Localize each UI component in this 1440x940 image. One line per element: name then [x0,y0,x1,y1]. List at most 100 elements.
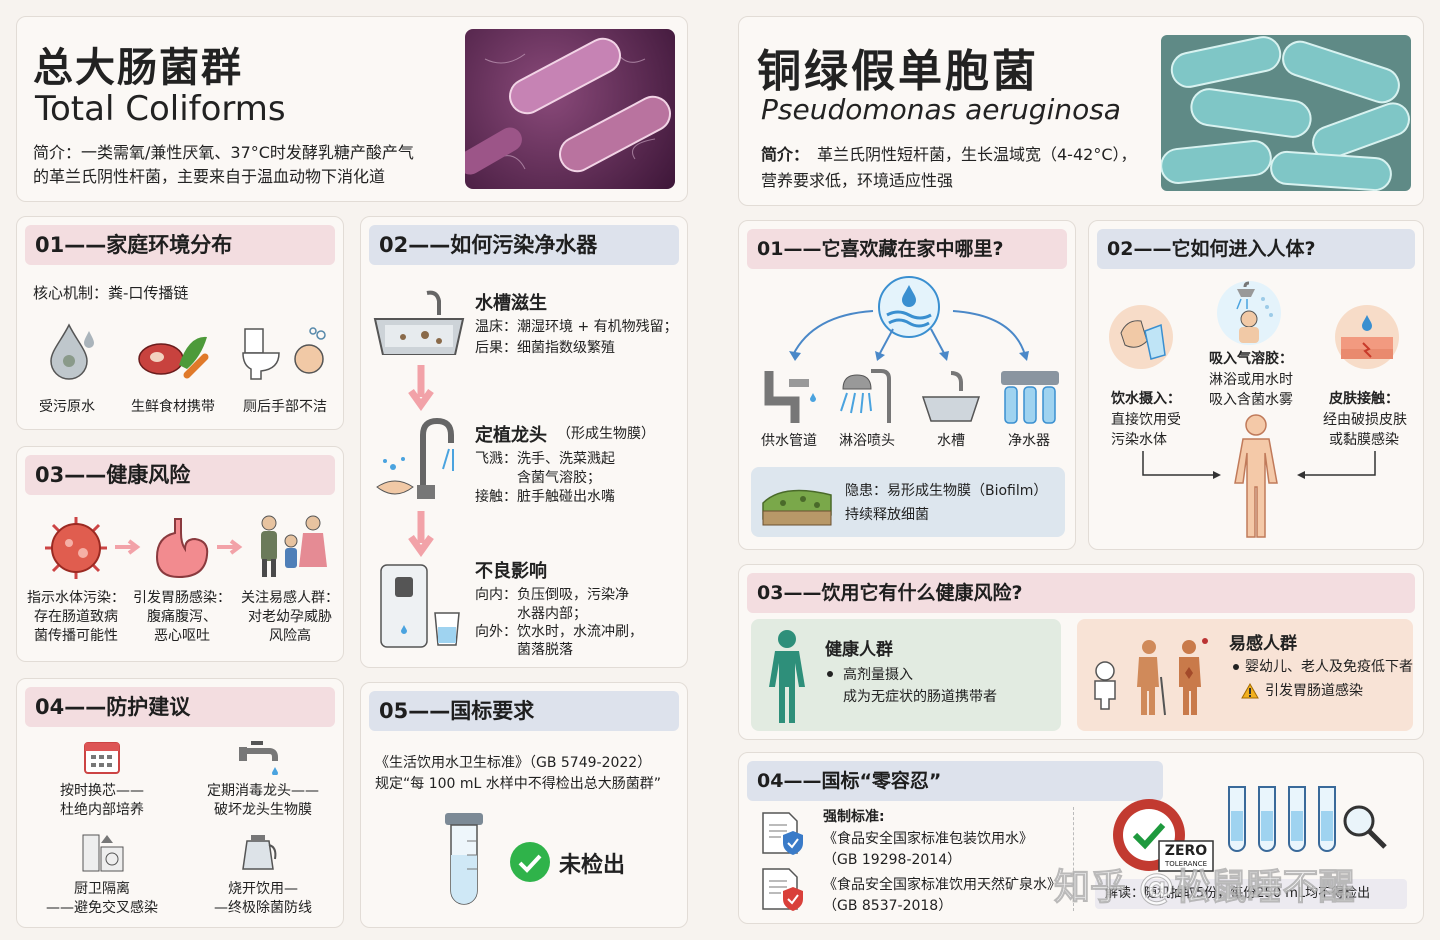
left-s04-item-2-l1: 定期消毒龙头—— [207,783,319,799]
kettle-icon [239,831,279,873]
left-s03-item-3-l2: 对老幼孕威胁 [248,609,332,625]
check-circle-icon [509,841,551,883]
left-s02-block2-title: 定植龙头 [475,425,547,446]
left-s05-card: 05——国标要求 《生活饮用水卫生标准》（GB 5749-2022） 规定“每 … [360,682,688,928]
left-s04-item-4-l1: 烧开饮用— [228,881,298,897]
toilet-hands-icon [239,323,331,383]
right-s03-title: 03——饮用它有什么健康风险? [747,573,1415,613]
faucet-splash-icon [373,415,465,505]
water-purifier-icon [379,563,465,649]
right-s02-skin-l2: 或黏膜感染 [1329,432,1399,448]
shower-inhale-icon [1215,279,1283,347]
left-s03-item-1-l1: 指示水体污染： [27,590,125,606]
left-s02-block2-l1: 飞溅：洗手、洗菜溅起 [475,451,615,467]
left-s02-block3-l2: 水器内部； [517,606,587,622]
arrow-down-icon [407,365,435,411]
left-s02-block3-l3: 向外：饮水时，水流冲刷， [475,624,643,640]
left-s03-card: 03——健康风险 指示水体污染： 存在肠道致病 菌传播可能性 引发胃肠感染： 腹… [16,446,344,662]
right-s04-std1-code: （GB 19298-2014） [823,852,962,868]
right-s03-sus-l2: 引发胃肠道感染 [1265,683,1363,699]
susceptible-group-box: 易感人群 婴幼儿、老人及免疫低下者 引发胃肠道感染 [1077,619,1413,731]
sink-icon [373,289,465,355]
right-s03-healthy-title: 健康人群 [825,640,893,660]
left-s03-item-1-l2: 存在肠道致病 [34,609,118,625]
right-s02-title: 02——它如何进入人体? [1097,229,1415,269]
arrow-down-icon-2 [407,511,435,557]
right-s01-hazard-l1: 隐患：易形成生物膜（Biofilm） [845,483,1048,499]
left-s01-item-2: 生鲜食材携带 [131,399,215,415]
contaminated-water-icon [41,321,97,381]
right-s01-item-2: 淋浴喷头 [839,433,895,449]
left-s01-title: 01——家庭环境分布 [25,225,335,265]
right-title-en: Pseudomonas aeruginosa [761,93,1121,126]
virus-icon [43,515,109,581]
test-tube-icon [443,811,485,911]
left-s04-item-2-l2: 破坏龙头生物膜 [214,802,312,818]
right-s03-sus-l1: 婴幼儿、老人及免疫低下者 [1245,659,1413,675]
left-s02-block3-title: 不良影响 [475,561,547,582]
right-s01-item-3: 水槽 [937,433,965,449]
left-intro-line1: 简介：一类需氧/兼性厌氧、37°C时发酵乳糖产酸产气 [33,143,414,162]
right-s01-hazard-box: 隐患：易形成生物膜（Biofilm） 持续释放细菌 [751,467,1065,537]
healthy-group-box: 健康人群 高剂量摄入 成为无症状的肠道携带者 [751,619,1061,731]
left-s02-block3-l1: 向内：负压倒吸，污染净 [475,587,629,603]
right-s03-healthy-l2: 成为无症状的肠道携带者 [843,689,997,705]
left-s01-item-1: 受污原水 [39,399,95,415]
right-s02-card: 02——它如何进入人体? 吸入气溶胶： 淋浴或用水时 吸入含菌水雾 饮水摄入： … [1088,220,1424,550]
left-intro-line2: 的革兰氏阴性杆菌，主要来自于温血动物下消化道 [33,167,386,186]
left-s01-card: 01——家庭环境分布 核心机制：粪-口传播链 受污原水 生鲜食材携带 厕后手部不… [16,216,344,430]
skin-contact-icon [1333,303,1401,371]
left-title-cn: 总大肠菌群 [33,45,243,91]
divider-dashed [1073,807,1074,911]
body-arrows [1139,451,1379,491]
left-s04-item-3-l2: ——避免交叉感染 [46,900,158,916]
left-s01-mechanism: 核心机制：粪-口传播链 [33,284,189,302]
right-s02-inhale-l2: 吸入含菌水雾 [1209,392,1293,408]
faucet-icon [237,737,281,775]
distribution-arrows [783,301,1033,361]
drinking-glass-icon [1107,303,1175,371]
left-s02-block3-l4: 菌落脱落 [517,642,573,658]
coliform-bacteria-image [465,29,675,189]
arrow-right-icon-2 [217,539,245,555]
zero-badge-big: ZERO [1164,843,1208,859]
left-s04-title: 04——防护建议 [25,687,335,727]
right-s01-item-4: 净水器 [1008,433,1050,449]
pseudomonas-bacteria-image [1161,35,1411,191]
left-s03-title: 03——健康风险 [25,455,335,495]
baby-elder-icons [1085,637,1209,717]
left-s03-item-1-l3: 菌传播可能性 [34,628,118,644]
left-s04-item-1-l1: 按时换芯—— [60,783,144,799]
right-s02-inhale-l1: 淋浴或用水时 [1209,372,1293,388]
left-s02-block1-title: 水槽滋生 [475,293,547,314]
left-s02-block1-l1: 温床：潮湿环境 + 有机物残留； [475,319,678,335]
left-header-card: 总大肠菌群 Total Coliforms 简介：一类需氧/兼性厌氧、37°C时… [16,16,688,202]
left-s02-block2-sub: （形成生物膜） [557,426,655,442]
calendar-icon [83,737,121,775]
right-title-cn: 铜绿假单胞菌 [757,46,1039,97]
pipe-icon [763,369,819,425]
shower-head-icon [837,367,897,425]
document-shield-red-icon [759,865,807,913]
right-s03-sus-title: 易感人群 [1229,634,1297,654]
right-s02-inhale-title: 吸入气溶胶： [1209,351,1293,367]
left-s04-item-1-l2: 杜绝内部培养 [60,802,144,818]
right-s01-hazard-l2: 持续释放细菌 [845,507,929,523]
right-s04-note-box [1095,879,1407,909]
left-s04-item-4-l2: —终极除菌防线 [214,900,312,916]
left-s05-title: 05——国标要求 [369,691,679,731]
left-s04-card: 04——防护建议 按时换芯—— 杜绝内部培养 定期消毒龙头—— 破坏龙头生物膜 … [16,678,344,928]
stomach-icon [149,515,211,581]
left-title-en: Total Coliforms [35,89,286,129]
left-s03-item-3-l1: 关注易感人群： [241,590,339,606]
left-s02-block2-l2: 含菌气溶胶； [517,470,601,486]
zero-badge-small: TOLERANCE [1164,860,1208,868]
right-header-card: 铜绿假单胞菌 Pseudomonas aeruginosa 简介： 革兰氏阴性短… [738,16,1424,206]
raw-meat-vegetable-icon [135,325,211,381]
right-s01-title: 01——它喜欢藏在家中哪里? [747,229,1067,269]
right-s04-title: 04——国标“零容忍” [747,761,1163,801]
right-intro-l2: 营养要求低，环境适应性强 [761,171,954,190]
left-s05-line2: 规定“每 100 mL 水样中不得检出总大肠菌群” [375,776,662,792]
purifier-filters-icon [999,369,1061,427]
left-s02-block2-l3: 接触：脏手触碰出水嘴 [475,489,615,505]
